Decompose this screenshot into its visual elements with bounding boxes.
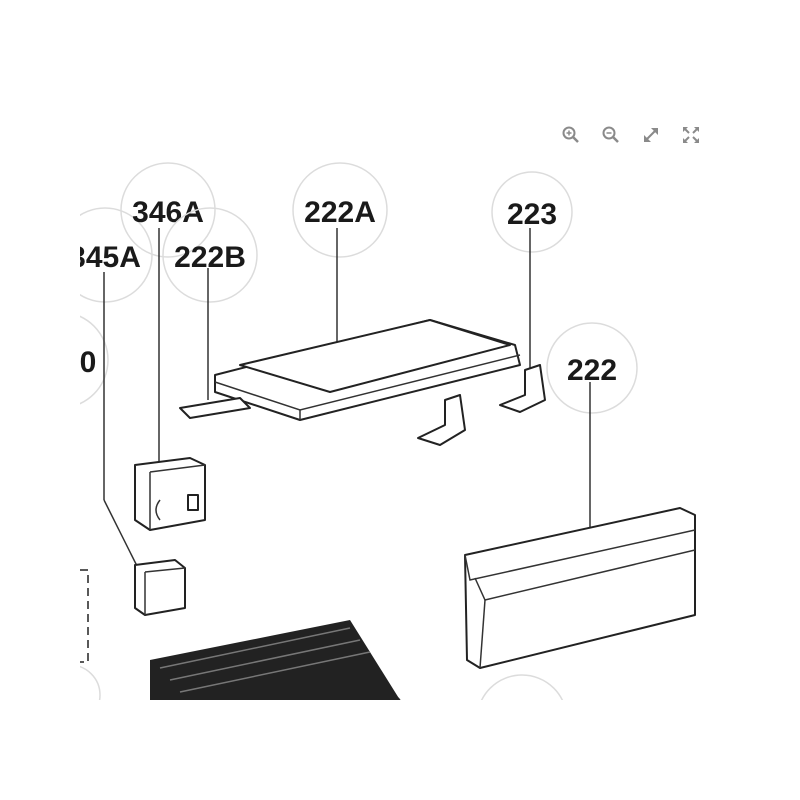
svg-text:222B: 222B <box>174 241 246 274</box>
callout-223[interactable]: 223 <box>491 171 573 253</box>
dashed-outline <box>80 569 89 663</box>
leader-line-345A-end <box>103 499 139 569</box>
svg-text:0: 0 <box>80 346 96 379</box>
zoom-out-icon[interactable] <box>600 124 622 146</box>
callout-345A[interactable]: 345A <box>80 207 153 303</box>
part-345A-switch[interactable] <box>134 559 186 616</box>
svg-text:222A: 222A <box>304 196 376 229</box>
expand-diagonal-icon[interactable] <box>640 124 662 146</box>
part-heat-sink[interactable] <box>150 620 400 700</box>
callout-222A[interactable]: 222A <box>292 162 388 258</box>
callout-222B[interactable]: 222B <box>162 207 258 303</box>
exploded-parts-diagram: 0 345A 346A 222B 222A 223 222 <box>80 162 696 700</box>
callout-222[interactable]: 222 <box>546 322 638 414</box>
callout-346A[interactable]: 346A <box>120 162 216 258</box>
parts-diagram-viewer[interactable]: 0 345A 346A 222B 222A 223 222 <box>80 100 720 700</box>
callout-partial[interactable]: 0 <box>80 312 109 408</box>
svg-text:345A: 345A <box>80 241 141 274</box>
fullscreen-icon[interactable] <box>680 124 702 146</box>
zoom-in-icon[interactable] <box>560 124 582 146</box>
callout-bottom-left[interactable] <box>80 665 101 700</box>
part-222A-tray[interactable] <box>214 319 521 421</box>
callout-bottom[interactable] <box>477 674 567 700</box>
diagram-toolbar <box>560 124 702 146</box>
svg-text:346A: 346A <box>132 196 204 229</box>
svg-text:222: 222 <box>567 354 617 387</box>
part-222B-strip[interactable] <box>179 397 251 419</box>
svg-text:223: 223 <box>507 198 557 231</box>
part-346A-cover[interactable] <box>134 457 206 531</box>
part-223-clip[interactable] <box>417 364 546 446</box>
part-222-panel[interactable] <box>464 507 696 669</box>
